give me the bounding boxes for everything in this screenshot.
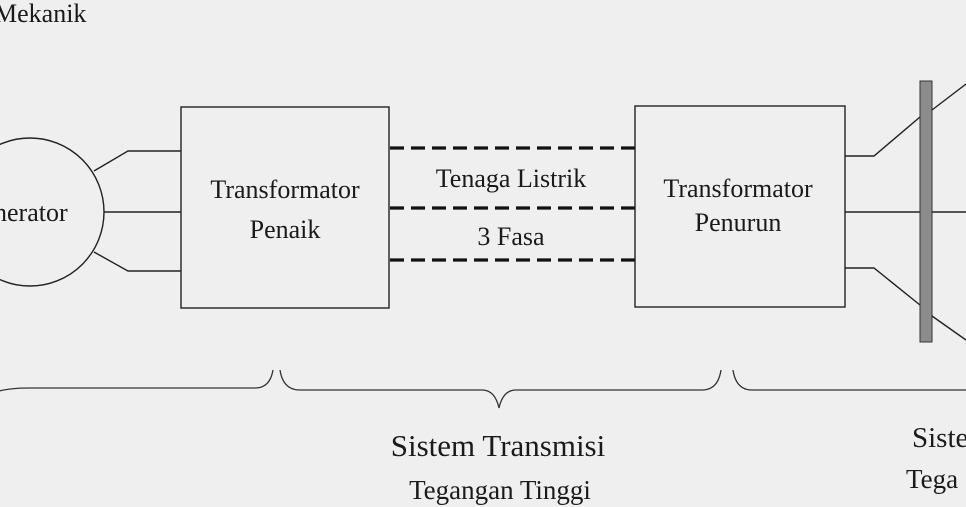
step-down-transformer-label: Transformator <box>663 174 813 203</box>
mekanik-label: Mekanik <box>0 0 86 28</box>
transmission-system-label: Sistem Transmisi <box>391 428 606 463</box>
brace-generation <box>0 369 274 392</box>
transmission-voltage-label: Tegangan Tinggi <box>409 475 591 505</box>
distribution-connections <box>845 116 921 306</box>
distribution-system-label: Siste <box>912 422 966 454</box>
distribution-voltage-label: Tega <box>906 464 958 494</box>
brace-transmission <box>279 369 722 409</box>
phase-label: 3 Fasa <box>477 222 545 251</box>
step-up-transformer-label: Transformator <box>210 175 360 204</box>
busbar-outgoing-lines <box>931 83 966 341</box>
step-up-transformer-sublabel: Penaik <box>250 215 321 244</box>
step-up-transformer-box <box>180 106 390 309</box>
power-label: Tenaga Listrik <box>436 164 587 193</box>
step-down-transformer-sublabel: Penurun <box>695 208 782 237</box>
generator-label: nerator <box>0 198 68 227</box>
brace-distribution <box>732 369 966 391</box>
busbar <box>919 80 933 343</box>
step-down-transformer-box <box>634 105 846 308</box>
generator-connections <box>93 150 181 272</box>
